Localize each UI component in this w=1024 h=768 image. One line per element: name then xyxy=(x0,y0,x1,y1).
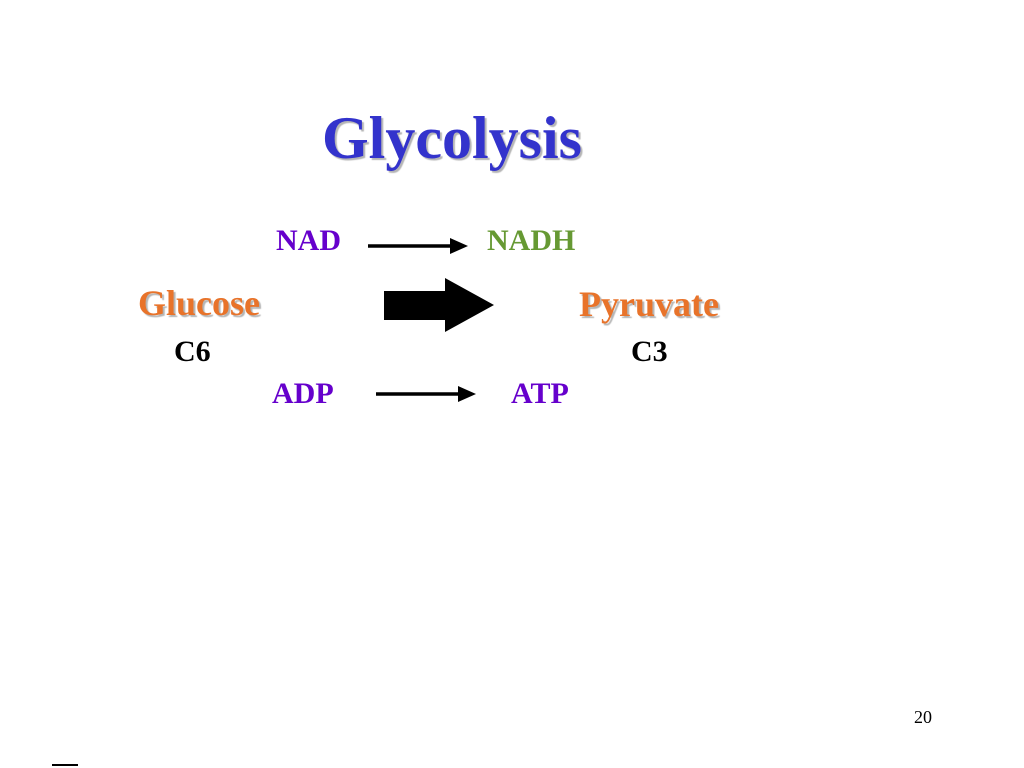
label-glucose: Glucose xyxy=(138,283,260,323)
label-c6: C6 xyxy=(174,335,211,368)
nad-nadh-arrow-icon xyxy=(368,238,468,254)
page-number: 20 xyxy=(914,707,932,727)
main-reaction-arrow-icon xyxy=(384,278,494,332)
label-adp: ADP xyxy=(272,377,334,410)
footer-line xyxy=(52,764,78,766)
label-nad: NAD xyxy=(276,224,341,257)
label-atp: ATP xyxy=(511,377,569,410)
label-nadh: NADH xyxy=(487,224,576,257)
adp-atp-arrow-icon xyxy=(376,386,476,402)
label-pyruvate: Pyruvate xyxy=(579,284,719,324)
label-c3: C3 xyxy=(631,335,668,368)
slide-title: Glycolysis xyxy=(322,105,583,171)
